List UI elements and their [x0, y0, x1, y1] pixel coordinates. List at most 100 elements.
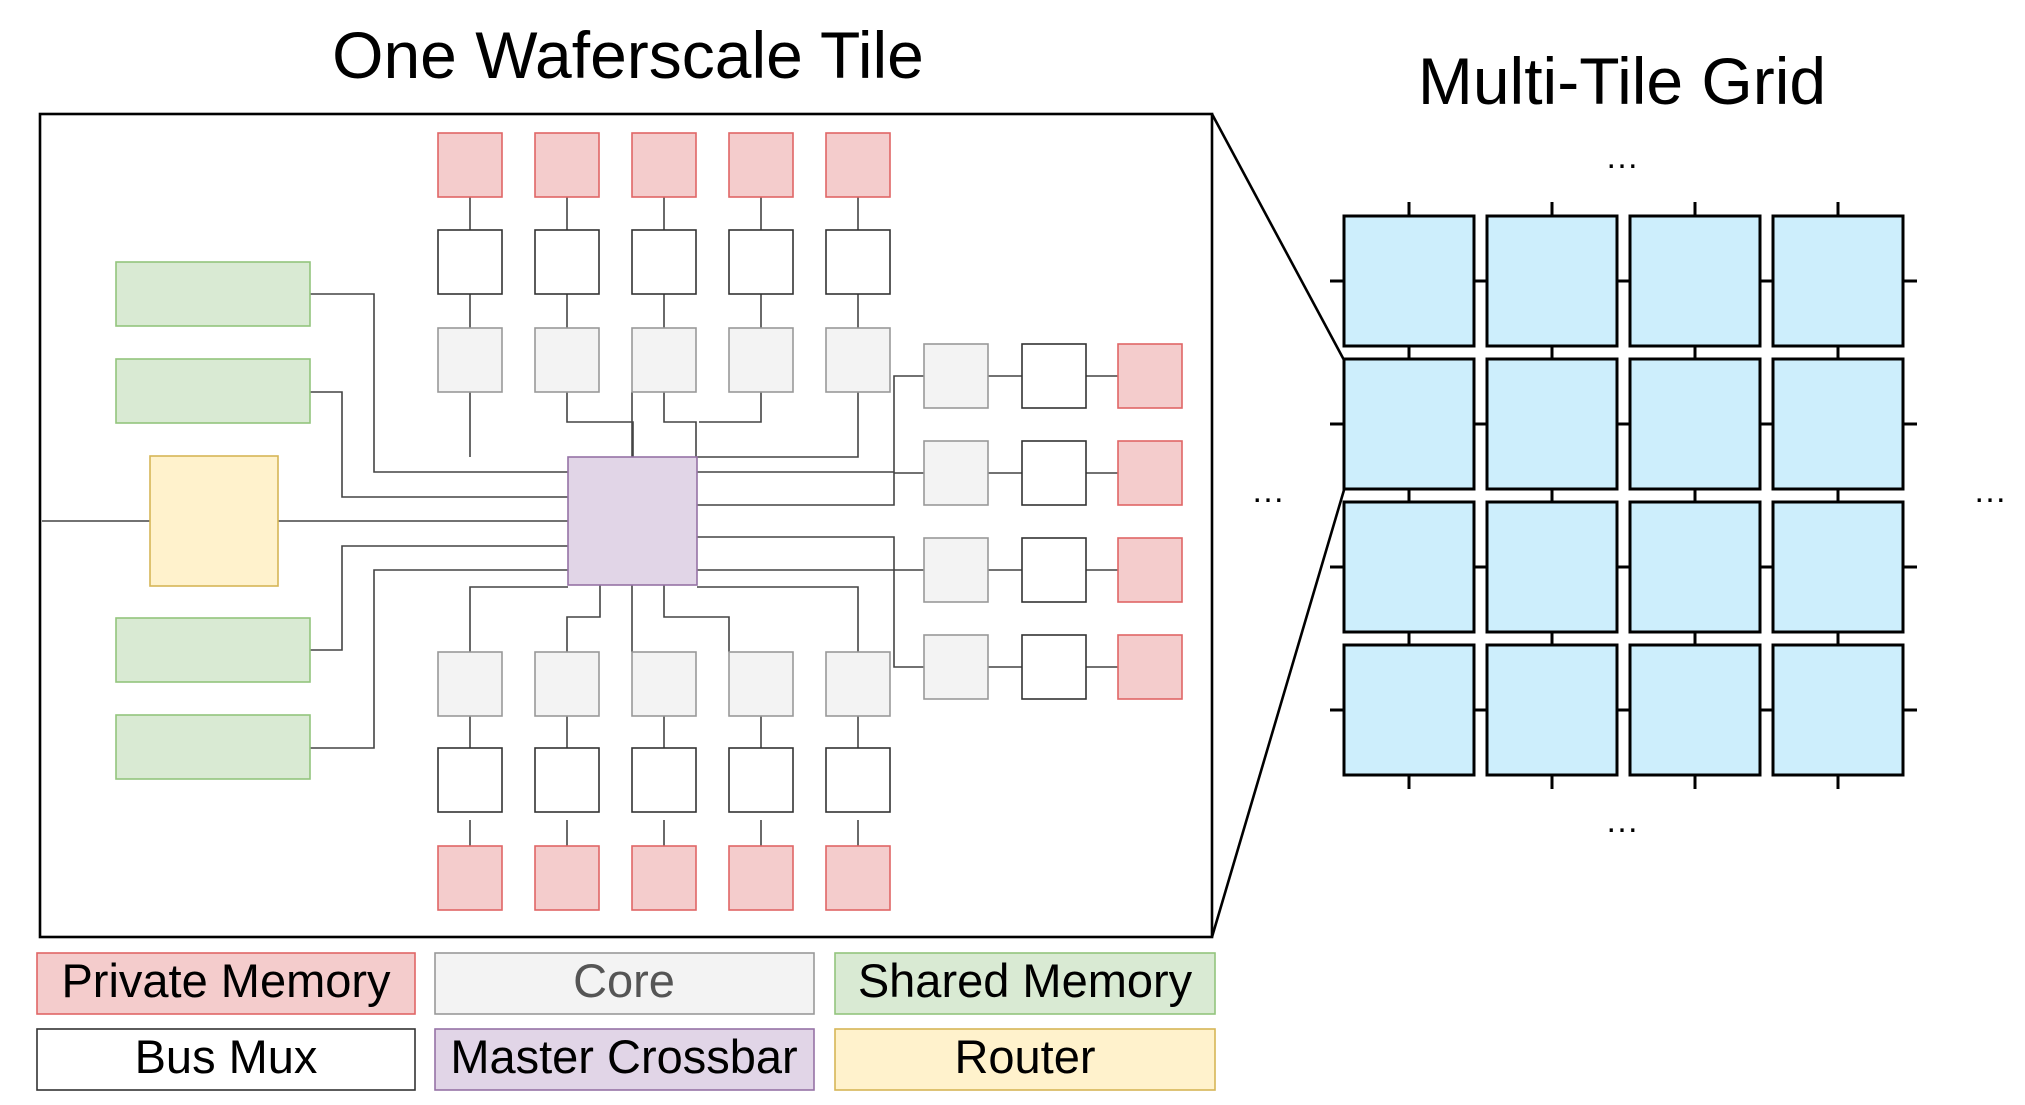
core-top	[631, 327, 697, 393]
zoom-line-bottom	[1210, 489, 1346, 938]
bus-mux-right	[1021, 440, 1087, 506]
grid-tile	[1628, 214, 1762, 348]
grid-ellipsis-bottom: …	[1605, 802, 1639, 840]
grid-tile	[1771, 643, 1905, 777]
core-right	[923, 343, 989, 409]
grid-tile	[1485, 357, 1619, 491]
legend-master-crossbar-box	[434, 1028, 815, 1091]
tile-border	[38, 112, 1214, 939]
private-memory-top	[728, 132, 794, 198]
bus-mux-bottom	[534, 747, 600, 813]
core-top	[825, 327, 891, 393]
bus-mux-bottom	[631, 747, 697, 813]
bus-mux-top	[631, 229, 697, 295]
grid-tile	[1342, 357, 1476, 491]
zoom-line-top	[1210, 113, 1346, 361]
grid-tile	[1771, 357, 1905, 491]
grid-tile	[1485, 214, 1619, 348]
private-memory-right	[1117, 343, 1183, 409]
private-memory-top	[437, 132, 503, 198]
core-right	[923, 537, 989, 603]
bus-mux-right	[1021, 634, 1087, 700]
bus-mux-right	[1021, 537, 1087, 603]
core-bottom	[534, 651, 600, 717]
grid-tile	[1628, 357, 1762, 491]
core-bottom	[825, 651, 891, 717]
multi-tile-grid	[1330, 202, 1917, 789]
interconnect-wires	[42, 197, 1118, 846]
private-memory-bottom	[437, 845, 503, 911]
bus-mux-right	[1021, 343, 1087, 409]
core-bottom	[631, 651, 697, 717]
bus-mux-bottom	[825, 747, 891, 813]
wire-right-xbar-core	[697, 536, 924, 571]
zoom-lines	[1210, 113, 1346, 938]
private-memory-bottom	[728, 845, 794, 911]
wire-bottom-core-xbar	[697, 586, 859, 652]
grid-tile	[1342, 500, 1476, 634]
grid-tile	[1485, 500, 1619, 634]
private-memory-top	[631, 132, 697, 198]
legend-shared-memory-box	[834, 952, 1216, 1015]
grid-ellipsis-left: …	[1251, 472, 1285, 510]
private-memory-right	[1117, 634, 1183, 700]
grid-tile	[1628, 643, 1762, 777]
grid-title: Multi-Tile Grid	[1418, 44, 1826, 118]
tile-title: One Waferscale Tile	[332, 18, 924, 92]
wire-shared-mem-xbar	[310, 569, 568, 749]
legend-bus-mux-box	[36, 1028, 416, 1091]
core-bottom	[437, 651, 503, 717]
wire-bottom-core-xbar	[566, 585, 601, 652]
private-memory-top	[825, 132, 891, 198]
core-top	[534, 327, 600, 393]
private-memory-top	[534, 132, 600, 198]
router	[149, 455, 279, 587]
bus-mux-top	[728, 229, 794, 295]
private-memory-bottom	[534, 845, 600, 911]
bus-mux-top	[534, 229, 600, 295]
bus-mux-top	[825, 229, 891, 295]
legend-router-box	[834, 1028, 1216, 1091]
wire-top-core-xbar	[663, 392, 697, 457]
legend-core-box	[434, 952, 815, 1015]
core-top	[728, 327, 794, 393]
private-memory-bottom	[825, 845, 891, 911]
wire-right-xbar-core	[697, 569, 924, 668]
wire-top-core-xbar	[697, 392, 859, 458]
legend-shared-memory: Shared Memory	[858, 954, 1193, 1007]
private-memory-bottom	[631, 845, 697, 911]
private-memory-right	[1117, 537, 1183, 603]
wire-bottom-core-xbar	[469, 586, 568, 652]
master-crossbar	[567, 456, 698, 586]
grid-tile	[1628, 500, 1762, 634]
bus-mux-bottom	[728, 747, 794, 813]
shared-memory	[115, 261, 311, 327]
grid-tile	[1485, 643, 1619, 777]
grid-ellipsis-top: …	[1605, 138, 1639, 176]
grid-ellipsis-right: …	[1973, 472, 2007, 510]
core-top	[437, 327, 503, 393]
wire-shared-mem-xbar	[310, 293, 568, 473]
tile-blocks	[115, 132, 1183, 911]
wire-shared-mem-xbar	[310, 391, 568, 498]
core-bottom	[728, 651, 794, 717]
wire-shared-mem-xbar	[310, 545, 568, 651]
bus-mux-bottom	[437, 747, 503, 813]
grid-tile	[1342, 643, 1476, 777]
tile-frame	[38, 112, 1214, 939]
legend-private-memory-box	[36, 952, 416, 1015]
wire-top-core-xbar	[699, 392, 762, 423]
legend-core: Core	[573, 954, 675, 1007]
legend-private-memory: Private Memory	[61, 954, 391, 1007]
wire-bottom-core-xbar	[663, 585, 730, 652]
wire-right-xbar-core	[697, 375, 924, 473]
shared-memory	[115, 358, 311, 424]
grid-tile	[1771, 214, 1905, 348]
core-right	[923, 440, 989, 506]
legend-router: Router	[954, 1030, 1095, 1083]
grid-tile	[1771, 500, 1905, 634]
core-right	[923, 634, 989, 700]
bus-mux-top	[437, 229, 503, 295]
legend-bus-mux: Bus Mux	[135, 1030, 318, 1083]
